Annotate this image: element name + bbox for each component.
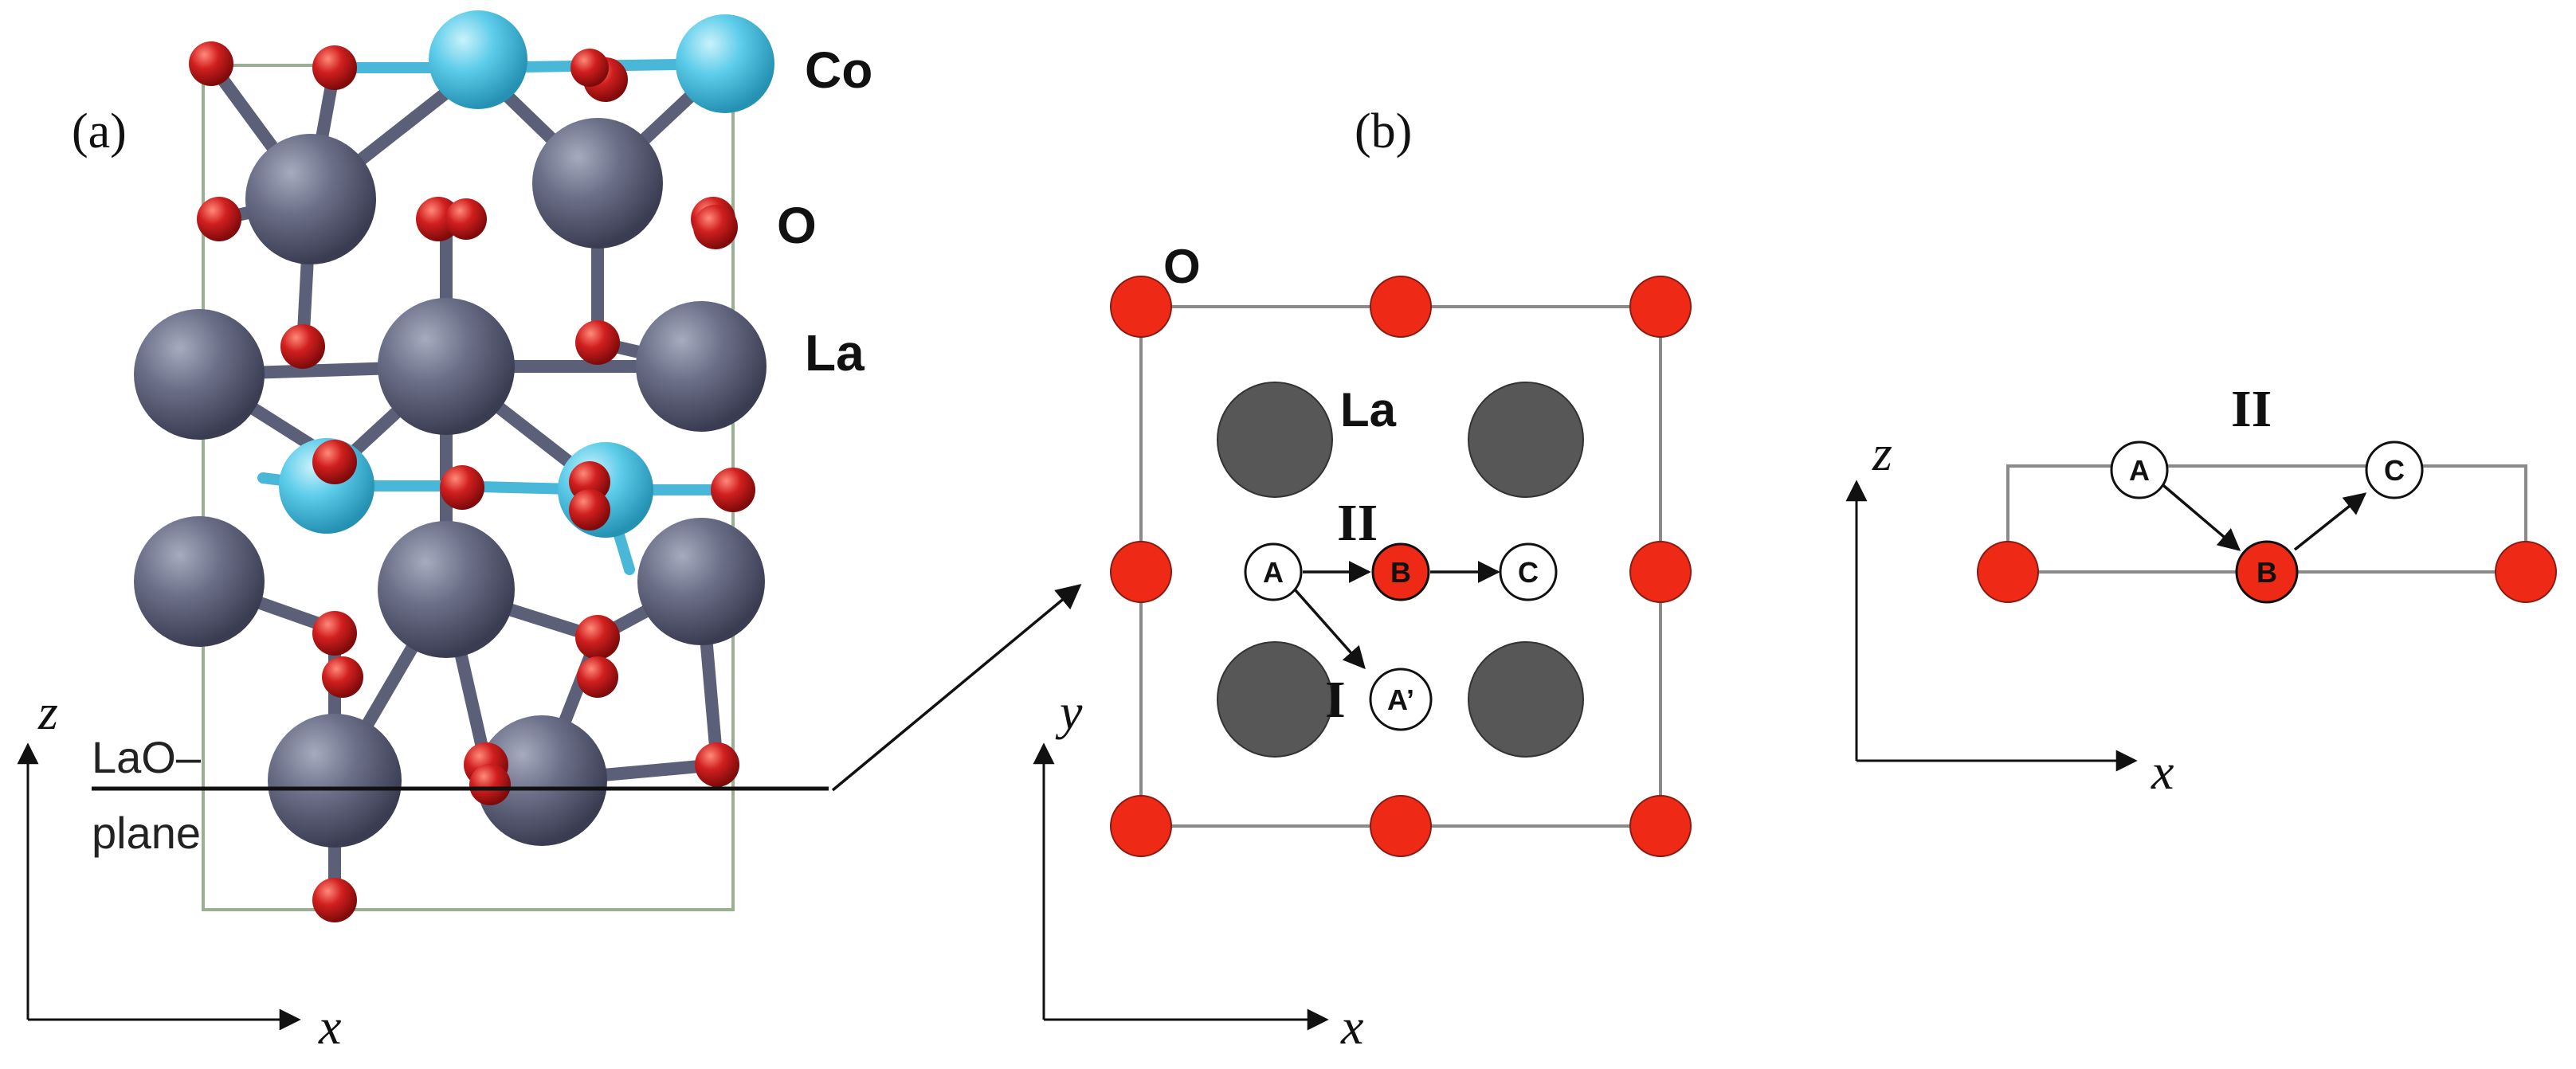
la-atom bbox=[378, 298, 515, 435]
top-view-axes: y x bbox=[1033, 683, 1363, 1055]
site-a-prime-label: A’ bbox=[1387, 683, 1414, 716]
o-site bbox=[1629, 795, 1692, 857]
site-b-marker bbox=[1371, 542, 1430, 601]
o-atom bbox=[695, 742, 739, 787]
top-view-la-label: La bbox=[1340, 383, 1397, 437]
la-atoms bbox=[134, 118, 767, 848]
o-atom bbox=[569, 489, 610, 531]
la-site bbox=[1217, 641, 1333, 758]
o-atom bbox=[570, 49, 609, 87]
top-view-o-label: O bbox=[1163, 240, 1201, 293]
la-site bbox=[1217, 382, 1333, 498]
side-view-lattice: II A B C bbox=[1977, 380, 2557, 604]
side-site-a-marker bbox=[2110, 441, 2169, 499]
o-atom bbox=[189, 41, 233, 86]
site-a-label: A bbox=[1263, 556, 1284, 589]
axis-z-label: z bbox=[37, 683, 58, 740]
la-atom bbox=[134, 516, 265, 647]
side-site-c-label: C bbox=[2384, 454, 2405, 487]
legend-o-atom bbox=[693, 205, 738, 249]
la-site bbox=[1468, 641, 1584, 758]
o-site bbox=[2495, 541, 2557, 603]
o-atom bbox=[445, 198, 487, 240]
side-path-b-to-c-arrow bbox=[2293, 492, 2367, 551]
o-site bbox=[1977, 541, 2039, 603]
o-atom bbox=[575, 615, 620, 660]
o-site bbox=[1110, 795, 1172, 857]
o-site bbox=[1110, 541, 1172, 603]
o-atom bbox=[575, 320, 620, 365]
side-view-axes: z x bbox=[1845, 425, 2174, 800]
legend-la-label: La bbox=[805, 324, 865, 382]
la-atom bbox=[637, 518, 765, 645]
side-site-b-label: B bbox=[2256, 556, 2277, 589]
la-atom bbox=[134, 309, 265, 440]
panel-b: (b) O La II I A bbox=[1033, 104, 2557, 1055]
o-site bbox=[1370, 276, 1432, 338]
la-atom bbox=[245, 134, 376, 264]
top-view-path-II: II bbox=[1337, 494, 1378, 552]
o-atoms bbox=[189, 41, 755, 922]
o-site bbox=[1629, 541, 1692, 603]
o-atom bbox=[440, 465, 484, 510]
side-site-a-label: A bbox=[2129, 454, 2150, 487]
la-atom bbox=[378, 521, 515, 658]
site-b-label: B bbox=[1390, 556, 1411, 589]
side-view-path-II: II bbox=[2231, 380, 2272, 438]
side-path-a-to-b-arrow bbox=[2158, 480, 2241, 551]
lao-plane-label-line1: LaO– bbox=[92, 732, 202, 782]
path-a-to-a-prime-arrow bbox=[1293, 588, 1366, 670]
side-view-axis-x-label: x bbox=[2151, 743, 2174, 800]
side-view-cell bbox=[2006, 464, 2527, 572]
site-a-prime-marker bbox=[1369, 668, 1433, 731]
la-atom bbox=[268, 714, 402, 848]
o-atom bbox=[280, 324, 325, 369]
o-atom bbox=[469, 764, 511, 805]
site-a-marker bbox=[1244, 542, 1303, 601]
plane-to-topview-arrow bbox=[831, 583, 1082, 792]
panel-a-label: (a) bbox=[72, 104, 127, 159]
la-atom bbox=[476, 715, 607, 846]
top-view-axis-x-label: x bbox=[1340, 998, 1363, 1055]
la-atom bbox=[532, 118, 663, 249]
site-c-marker bbox=[1499, 542, 1558, 601]
top-view-axis-y-label: y bbox=[1055, 683, 1083, 740]
panel-a-axes: z x bbox=[17, 683, 341, 1055]
side-site-c-marker bbox=[2365, 441, 2424, 499]
o-site bbox=[1110, 276, 1172, 338]
top-view-path-I: I bbox=[1325, 671, 1346, 729]
o-atom bbox=[312, 440, 357, 484]
o-site bbox=[1629, 276, 1692, 338]
o-atom bbox=[711, 468, 755, 512]
site-c-label: C bbox=[1518, 556, 1539, 589]
element-legend: Co O La bbox=[693, 41, 872, 382]
o-atom bbox=[312, 878, 357, 922]
la-atom bbox=[636, 301, 767, 432]
legend-co-label: Co bbox=[805, 41, 872, 99]
panel-a: (a) bbox=[17, 10, 1082, 1055]
co-atom bbox=[676, 14, 774, 113]
side-site-b-marker bbox=[2235, 540, 2299, 604]
side-view-axis-z-label: z bbox=[1872, 425, 1892, 481]
la-site bbox=[1468, 382, 1584, 498]
co-atom bbox=[429, 10, 527, 109]
axis-x-label: x bbox=[318, 998, 341, 1055]
panel-b-label: (b) bbox=[1355, 104, 1412, 159]
top-view-lattice: O La II I A B C A’ bbox=[1110, 240, 1692, 857]
o-atom bbox=[312, 45, 357, 90]
o-atom bbox=[312, 611, 357, 656]
o-atom bbox=[322, 656, 363, 698]
o-site bbox=[1370, 795, 1432, 857]
o-atom bbox=[197, 197, 241, 241]
o-atom bbox=[577, 656, 618, 698]
legend-o-label: O bbox=[777, 197, 817, 254]
lao-plane-label-line2: plane bbox=[92, 808, 201, 858]
